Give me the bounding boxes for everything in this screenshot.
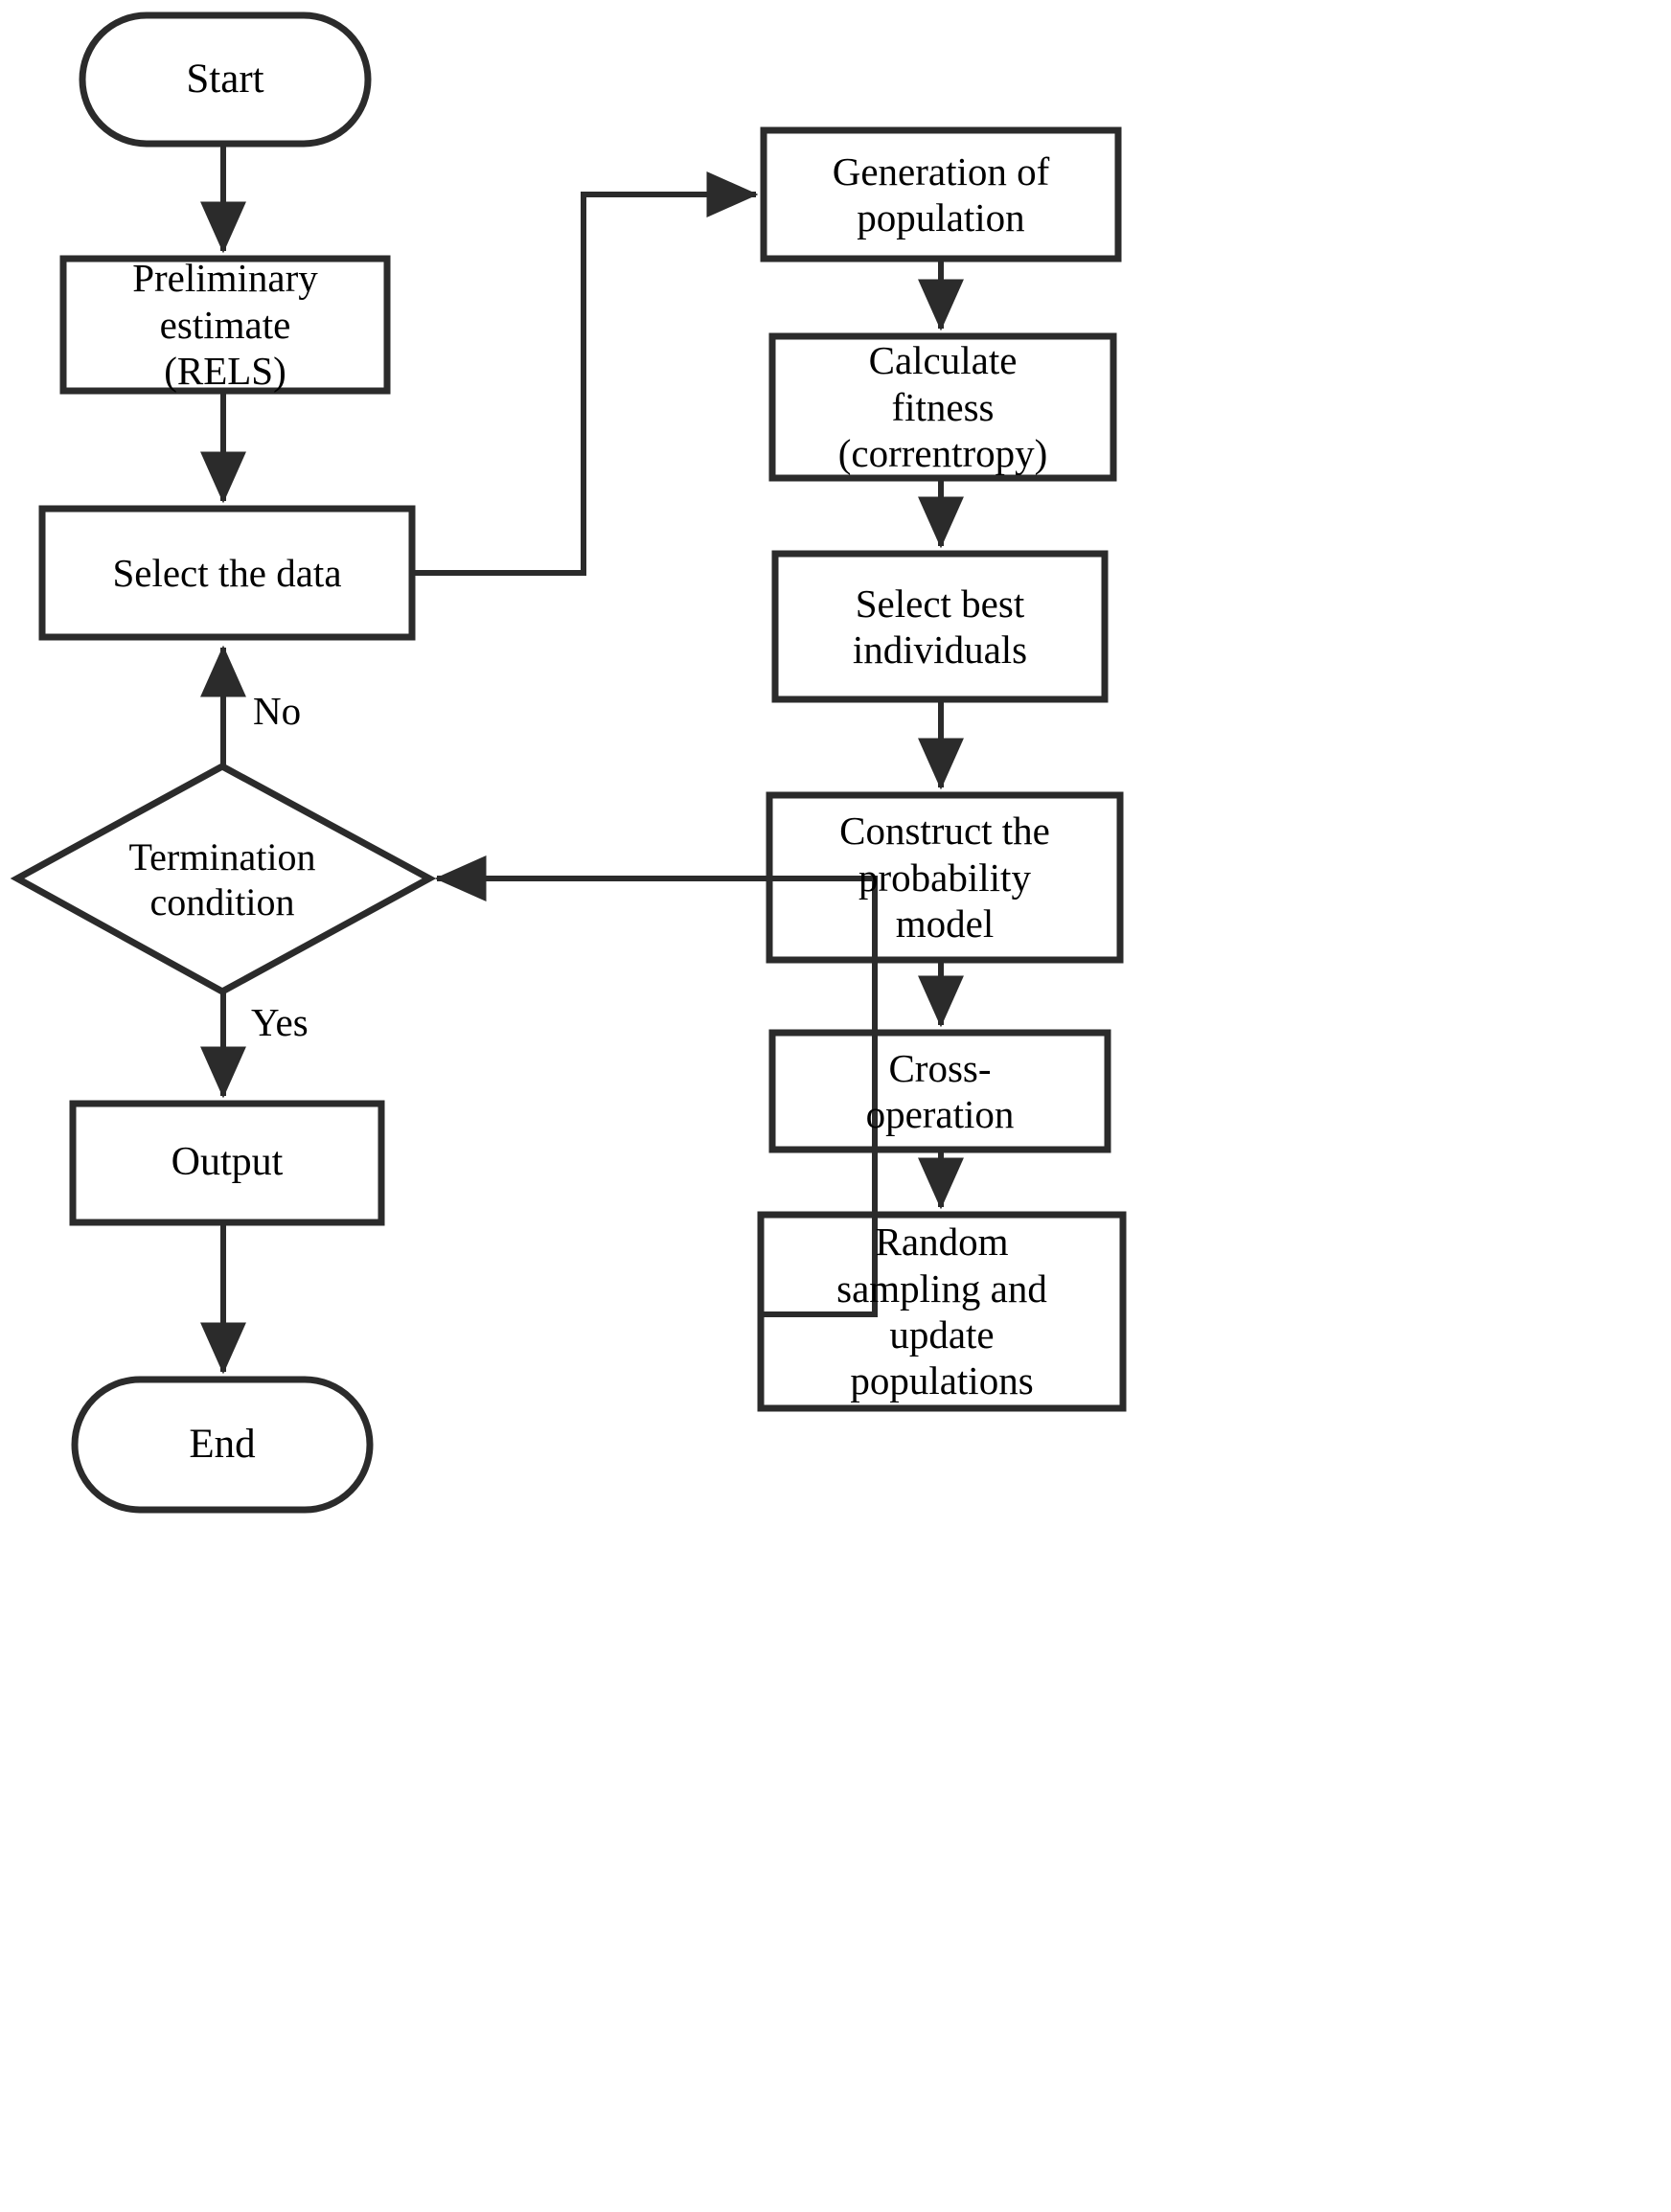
node-shape-end [71,1376,374,1514]
node-shape-select-the-data [38,505,416,641]
node-shape-start [79,11,372,148]
node-shape-calculate-fitness [768,332,1117,482]
node-shape-preliminary-estimate [59,255,391,395]
node-shape-generation-of-population [760,126,1122,262]
node-shape-select-best-individuals [771,550,1109,703]
edge-select-data-to-generation [412,171,759,576]
node-shape-termination-condition [10,763,437,995]
node-shape-cross-operation [768,1029,1111,1153]
edge-label-yes: Yes [251,1000,309,1044]
node-shape-output [69,1100,385,1226]
edge-random-sampling-to-termination [434,855,878,1317]
edge-label-no: No [253,689,302,733]
